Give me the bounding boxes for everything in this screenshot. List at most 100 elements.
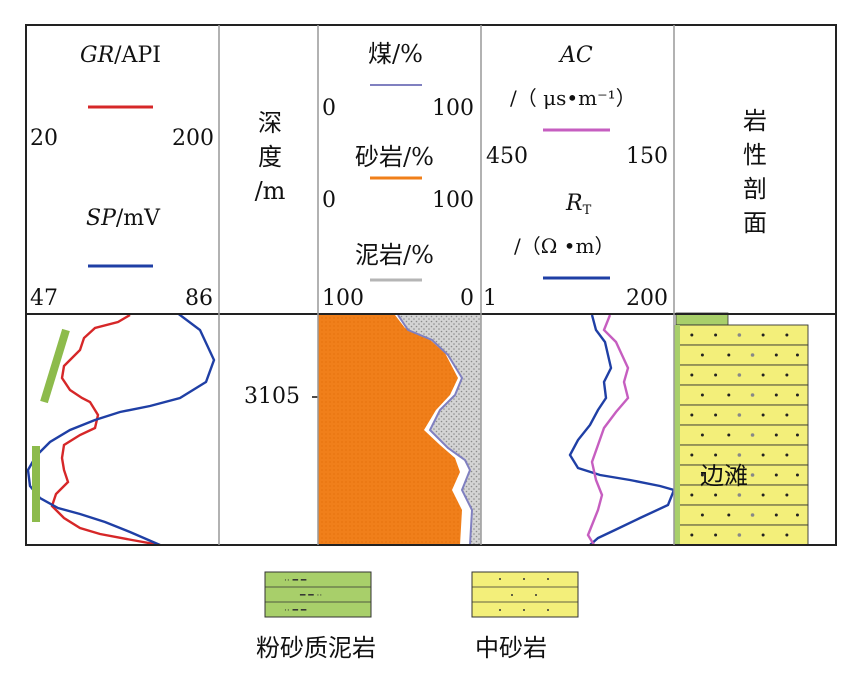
sandstone-grain — [785, 533, 789, 537]
gr-label-italic: GR — [80, 43, 115, 68]
lithology-percent-track — [318, 315, 481, 545]
sandstone-grain — [795, 433, 799, 437]
sandstone-grain — [785, 493, 789, 497]
litho-char-2: 性 — [743, 141, 767, 169]
depth-tick-label: 3105 — [244, 384, 300, 409]
coal-curve — [397, 315, 474, 545]
sandstone-grain — [785, 453, 789, 457]
rt-label-sub: T — [582, 203, 592, 218]
ac-curve — [586, 315, 630, 545]
sandstone-grain — [750, 473, 755, 477]
sandstone-grain — [714, 453, 718, 457]
coal-min: 0 — [322, 96, 336, 121]
gr-axis-label: GR/API — [80, 45, 161, 67]
facies-label: 边滩 — [700, 462, 748, 490]
rt-min: 1 — [483, 286, 497, 311]
sandstone-grain — [714, 333, 718, 337]
ac-max: 150 — [626, 144, 668, 169]
sandstone-grain — [785, 413, 789, 417]
rt-unit: /（Ω •m） — [514, 234, 615, 258]
sandstone-grain — [737, 413, 742, 417]
sandstone-grain — [690, 533, 694, 537]
sandstone-grain — [727, 393, 731, 397]
sandstone-grain — [774, 393, 778, 397]
sandstone-grain — [737, 533, 742, 537]
sandstone-grain — [727, 433, 731, 437]
sp-min: 47 — [30, 286, 58, 311]
sandstone-grain — [750, 513, 755, 517]
sandstone-grain — [714, 413, 718, 417]
litho-char-3: 剖 — [743, 175, 767, 203]
lithology-header: 岩 性 剖 面 — [735, 104, 775, 240]
depth-char-3: /m — [254, 177, 286, 205]
sandstone-grain — [690, 413, 694, 417]
sp-max: 86 — [185, 286, 213, 311]
depth-header: 深 度 /m — [250, 106, 290, 208]
legend-mid-sandstone-label: 中砂岩 — [475, 634, 547, 662]
coal-label: 煤/% — [368, 40, 423, 68]
sandstone-row — [675, 344, 809, 366]
grid-frame — [25, 24, 837, 546]
sandstone-grain — [795, 473, 799, 477]
legend-mid-sandstone-swatch — [471, 571, 579, 618]
sandstone-grain — [690, 373, 694, 377]
svg-text:·· ━ ━: ·· ━ ━ — [284, 576, 307, 586]
sandstone-grain — [750, 353, 755, 357]
rt-axis-label: RT — [566, 193, 592, 218]
rt-curve — [568, 315, 674, 545]
sp-axis-label: SP/mV — [86, 208, 160, 230]
mid-sandstone-column — [675, 324, 809, 546]
sandstone-grain — [737, 333, 742, 337]
coal-max: 100 — [432, 96, 474, 121]
sandstone-grain — [761, 533, 765, 537]
litho-char-1: 岩 — [743, 107, 767, 135]
sandstone-grain — [700, 473, 704, 477]
sandstone-grain — [761, 373, 765, 377]
sandstone-grain — [727, 473, 731, 477]
mudstone-max: 0 — [460, 286, 474, 311]
sandstone-row — [675, 504, 809, 526]
sandstone-grain — [690, 493, 694, 497]
svg-text:━ ━ ··: ━ ━ ·· — [299, 591, 322, 601]
green-bar-upper — [40, 328, 70, 404]
sandstone-row — [675, 384, 809, 406]
sp-label-unit: /mV — [115, 206, 161, 231]
sandstone-grain — [737, 493, 742, 497]
sandstone-grain — [750, 433, 755, 437]
sandstone-grain — [727, 513, 731, 517]
mudstone-label: 泥岩/% — [355, 241, 434, 269]
sandstone-grain — [774, 433, 778, 437]
sandstone-grain — [700, 513, 704, 517]
ac-unit: /（ μs•m⁻¹） — [510, 86, 636, 110]
sandstone-grain — [761, 333, 765, 337]
sandstone-grain — [700, 393, 704, 397]
sandstone-grain — [774, 513, 778, 517]
sandstone-grain — [785, 333, 789, 337]
mid-sandstone-left-strip — [674, 325, 680, 545]
ac-rt-track — [568, 315, 674, 545]
sandstone-grain — [690, 453, 694, 457]
sandstone-grain — [785, 373, 789, 377]
sandstone-grain — [700, 433, 704, 437]
sandstone-fill — [318, 315, 462, 545]
sandstone-min: 0 — [322, 188, 336, 213]
sandstone-row — [675, 424, 809, 446]
sandstone-grain — [690, 333, 694, 337]
sandstone-grain — [761, 413, 765, 417]
sandstone-grain — [737, 373, 742, 377]
depth-char-2: 度 — [258, 143, 282, 171]
legend-silty-mudstone-label: 粉砂质泥岩 — [256, 634, 376, 662]
sandstone-grain — [737, 453, 742, 457]
gr-label-unit: /API — [114, 43, 161, 68]
lithology-profile — [674, 312, 809, 546]
sp-curve — [26, 315, 216, 545]
gr-curve — [50, 315, 161, 545]
sandstone-grain — [714, 533, 718, 537]
sandstone-grain — [714, 373, 718, 377]
ac-min: 450 — [486, 144, 528, 169]
gr-sp-track — [26, 315, 216, 545]
sandstone-grain — [795, 353, 799, 357]
sp-label-italic: SP — [86, 206, 116, 231]
